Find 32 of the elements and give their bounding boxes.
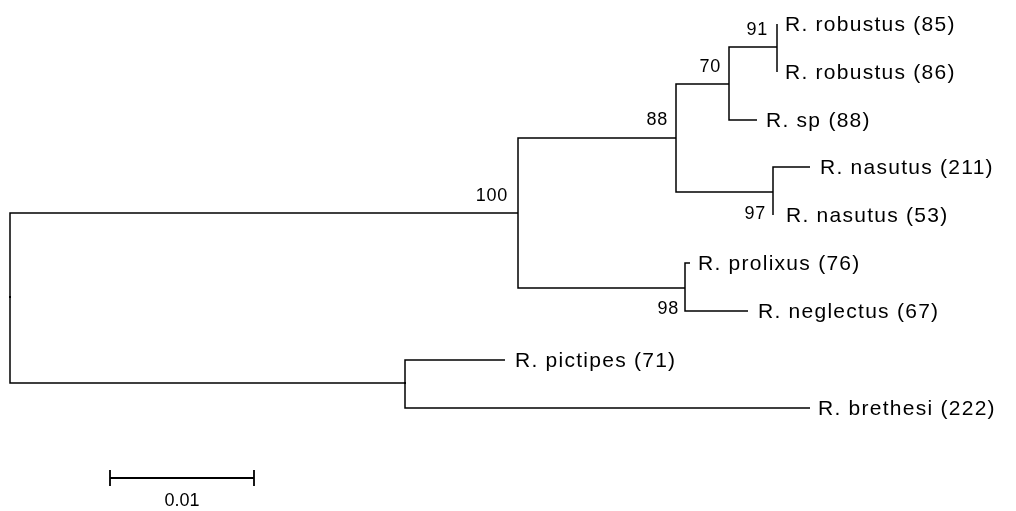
branch-line — [776, 23, 778, 48]
taxon-label: R. pictipes (71) — [505, 348, 677, 372]
taxon-label: R. neglectus (67) — [748, 299, 940, 323]
branch-line — [772, 166, 811, 193]
bootstrap-value: 97 — [744, 203, 766, 223]
taxon-label: R. brethesi (222) — [810, 396, 996, 420]
bootstrap-value: 91 — [746, 19, 768, 39]
taxon-label: R. prolixus (76) — [690, 251, 861, 275]
branch-line — [9, 296, 406, 384]
branch-line — [517, 212, 686, 289]
bootstrap-value: 98 — [657, 298, 679, 318]
taxon-label: R. robustus (85) — [777, 12, 956, 36]
bootstrap-value: 100 — [475, 185, 508, 205]
branch-line — [675, 137, 774, 193]
branch-line — [772, 191, 774, 216]
taxon-label: R. robustus (86) — [777, 60, 956, 84]
branch-line — [404, 359, 506, 384]
branch-line — [684, 287, 749, 312]
branch-line — [675, 83, 730, 139]
branch-line — [684, 262, 691, 289]
branch-line — [9, 212, 519, 298]
taxon-label: R. nasutus (211) — [810, 155, 994, 179]
branch-line — [517, 137, 677, 214]
taxon-label: R. nasutus (53) — [773, 203, 949, 227]
branch-line — [776, 46, 778, 73]
bootstrap-value: 70 — [699, 56, 721, 76]
scale-value: 0.01 — [164, 490, 200, 510]
branch-line — [728, 83, 758, 121]
bootstrap-value: 88 — [646, 109, 668, 129]
branch-line — [404, 382, 811, 409]
branch-line — [728, 46, 778, 85]
taxon-label: R. sp (88) — [757, 108, 871, 132]
